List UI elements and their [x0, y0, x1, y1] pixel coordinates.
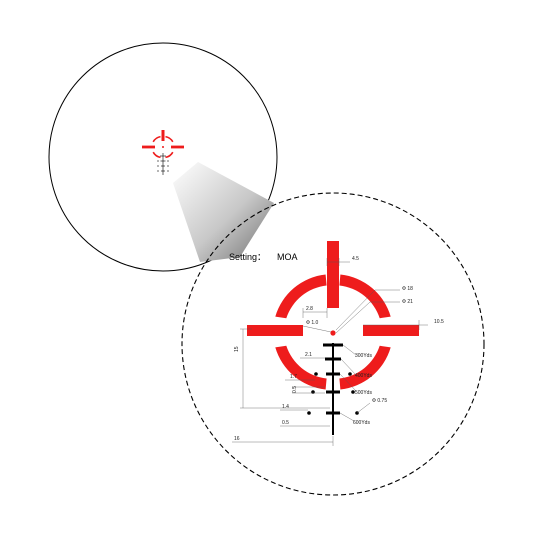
setting-value: MOA: [277, 252, 298, 262]
main-reticle: [247, 241, 419, 390]
svg-text:Φ 18: Φ 18: [402, 286, 413, 292]
svg-text:2.1: 2.1: [305, 352, 312, 358]
svg-text:1.4: 1.4: [282, 404, 289, 410]
bdc-dot: [351, 390, 355, 394]
bdc-ladder: [307, 343, 359, 435]
bdc-labels: 300Yds 400Yds 500Yds 600Yds: [353, 353, 372, 426]
reticle-arc-top-right: [339, 274, 391, 319]
bdc-label-600: 600Yds: [353, 420, 370, 426]
reticle-arc-top-left: [275, 274, 327, 319]
svg-text:0.5: 0.5: [292, 386, 298, 393]
svg-text:2.8: 2.8: [306, 306, 313, 312]
reticle-bar-left: [247, 325, 303, 336]
dimension-labels: 4.5 Φ 18 Φ 21 10.5 2.8 Φ 1.0 15 2.1 1.7 …: [234, 256, 444, 442]
reticle-bar-top: [327, 241, 339, 308]
svg-text:4.5: 4.5: [352, 256, 359, 262]
svg-text:15: 15: [234, 346, 240, 352]
svg-text:10.5: 10.5: [434, 319, 444, 325]
svg-text:Φ 1.0: Φ 1.0: [306, 320, 319, 326]
dimension-lines: [232, 258, 428, 446]
center-dot: [330, 330, 336, 336]
overview-bdc: [157, 153, 169, 175]
overview-reticle: [142, 130, 184, 159]
bdc-label-500: 500Yds: [355, 390, 372, 396]
svg-text:Φ 21: Φ 21: [402, 299, 413, 305]
bdc-label-400: 400Yds: [355, 373, 372, 379]
bdc-dot: [311, 390, 315, 394]
magnified-scope-circle: [181, 192, 485, 496]
reticle-arc-bottom-left: [275, 345, 327, 390]
bdc-dot: [307, 411, 311, 415]
bdc-dot: [314, 372, 318, 376]
svg-text:Φ 0.75: Φ 0.75: [372, 398, 387, 404]
svg-text:1.7: 1.7: [290, 374, 297, 380]
zoom-wedge: [173, 162, 274, 262]
overview-scope-circle: [48, 42, 278, 272]
bdc-label-300: 300Yds: [355, 353, 372, 359]
setting-label: Setting：: [229, 252, 266, 262]
svg-text:0.5: 0.5: [282, 420, 289, 426]
reticle-arc-bottom-right: [339, 345, 391, 390]
svg-text:16: 16: [234, 436, 240, 442]
reticle-bar-right: [363, 325, 419, 336]
bdc-dot: [348, 372, 352, 376]
